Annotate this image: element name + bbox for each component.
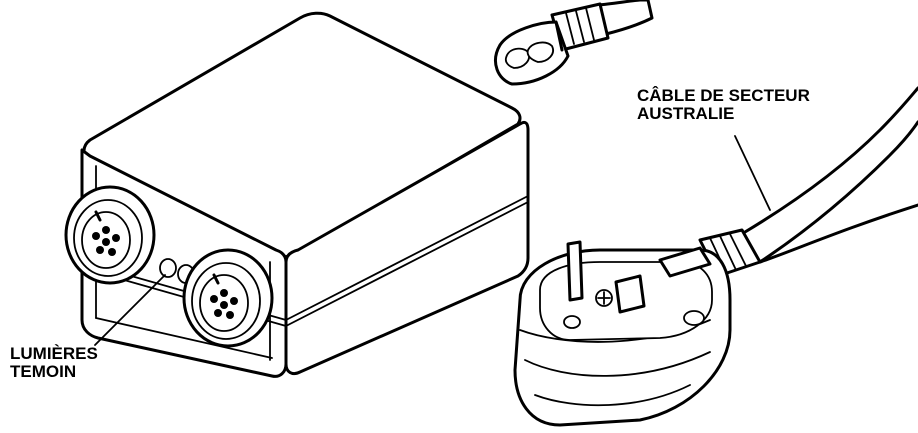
cable-leader-line <box>734 135 771 211</box>
mains-cable-label: CÂBLE DE SECTEUR AUSTRALIE <box>637 87 810 123</box>
indicator-lights-label: LUMIÈRES TEMOIN <box>10 345 98 381</box>
lights-leader-line <box>94 274 166 346</box>
din-connector-left <box>64 185 156 285</box>
power-supply-box <box>80 11 530 378</box>
appliance-connector <box>494 0 654 86</box>
mains-cable-label-line2: AUSTRALIE <box>637 104 735 123</box>
din-connector-right <box>182 248 274 348</box>
australian-mains-plug <box>513 86 918 427</box>
mains-cable-label-line1: CÂBLE DE SECTEUR <box>637 86 810 105</box>
indicator-lights-label-line2: TEMOIN <box>10 362 77 381</box>
indicator-lights-label-line1: LUMIÈRES <box>10 344 98 363</box>
